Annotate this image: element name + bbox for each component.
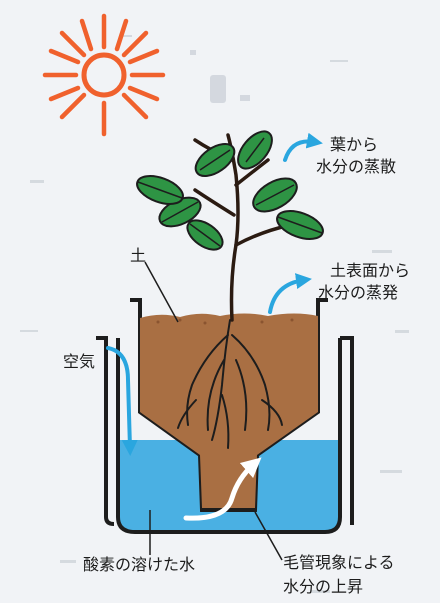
label-soil: 土 [130,246,146,265]
sun-icon [45,16,163,134]
label-soil-evap-line1: 土表面から [330,261,410,280]
label-capillary-line1: 毛管現象による [283,553,395,572]
soil-evaporation-arrow [270,280,304,312]
label-oxygen-water: 酸素の溶けた水 [83,555,195,574]
label-leaf-line1: 葉から [330,135,378,154]
label-capillary-line2: 水分の上昇 [283,577,363,596]
soil-leader [145,262,178,322]
plant-illustration [133,125,326,320]
leaf-transpiration-arrow [285,141,315,160]
label-leaf-line2: 水分の蒸散 [316,157,396,176]
label-air: 空気 [63,352,95,371]
label-soil-evap-line2: 水分の蒸発 [318,283,398,302]
